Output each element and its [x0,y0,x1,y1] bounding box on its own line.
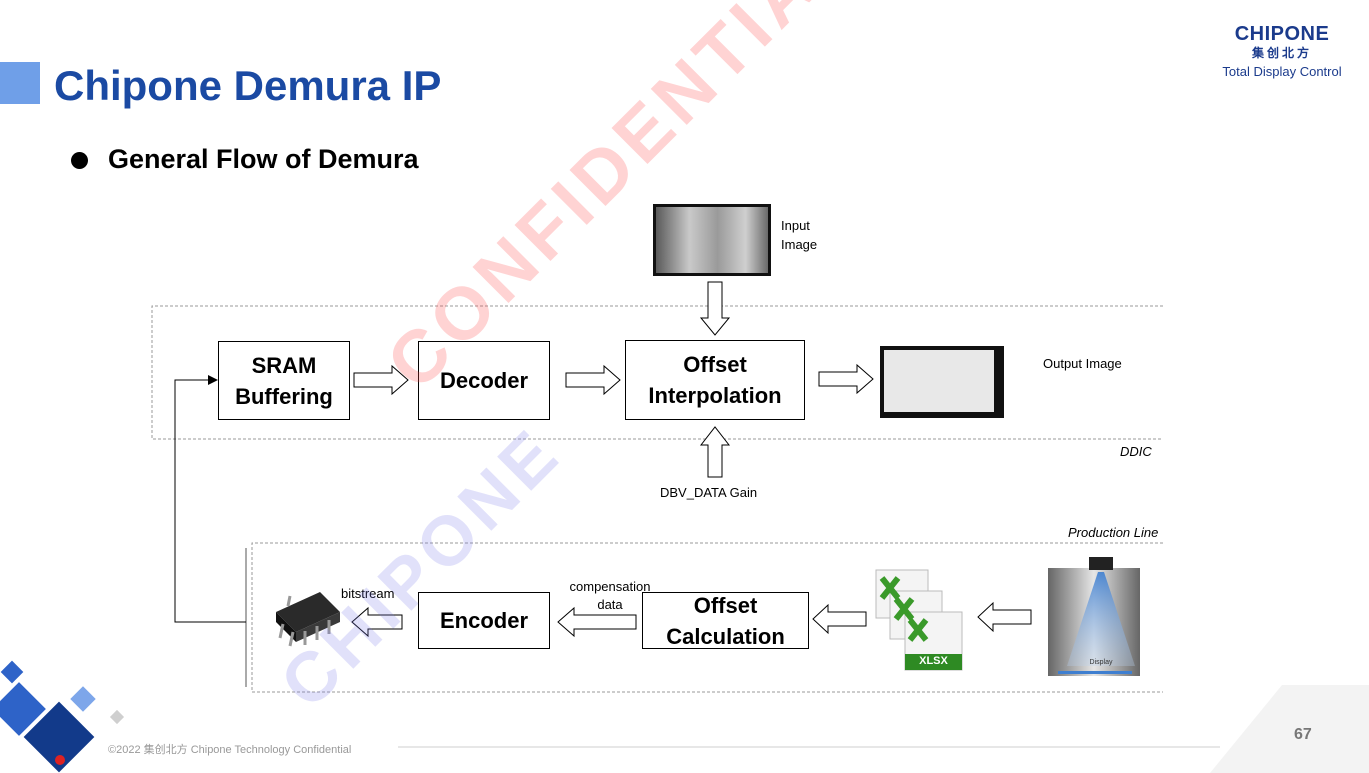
offset-calc-line1: Offset [693,592,758,618]
arrow-display-to-xlsx [977,601,1032,633]
production-line-region [251,542,1163,693]
arrow-input-down [699,281,731,336]
output-image-label: Output Image [1043,356,1122,371]
corner-decoration-right [1210,685,1369,773]
dbv-gain-label: DBV_DATA Gain [660,485,758,500]
title-accent-bar [0,62,40,104]
arrow-decoder-to-offset [565,364,621,396]
arrow-sram-to-decoder [353,364,409,396]
arrow-xlsx-to-calc [812,603,867,635]
input-image-label: Input Image [781,216,817,254]
page-title: Chipone Demura IP [54,62,442,109]
compensation-line1: compensation [569,579,651,594]
logo-tagline: Total Display Control [1222,64,1342,79]
input-image-line2: Image [781,237,818,252]
bullet-heading: General Flow of Demura [108,144,419,174]
sram-line2: Buffering [235,383,333,409]
xlsx-icon [875,569,963,671]
offset-interpolation-block: Offset Interpolation [625,340,805,420]
sram-line1: SRAM [251,352,317,378]
decoder-block: Decoder [418,341,550,420]
page-number: 67 [1294,726,1312,743]
bullet-icon [71,152,88,169]
arrow-gain-up [699,426,731,478]
encoder-block: Encoder [418,592,550,649]
corner-decoration-left [0,660,125,773]
ddic-region [151,305,1163,440]
compensation-data-label: compensation data [560,578,660,614]
display-camera-icon [1048,557,1140,676]
offset-interp-line2: Interpolation [648,383,782,408]
chip-icon [276,592,340,647]
input-image-line1: Input [781,218,810,233]
arrow-offset-to-output [818,363,874,395]
ddic-label: DDIC [1120,444,1152,459]
input-image [653,204,771,276]
arrow-encoder-to-chip [351,606,403,638]
logo-brand: CHIPONE [1234,23,1330,45]
output-image [880,346,1004,418]
bitstream-label: bitstream [341,586,395,601]
feedback-arrow [174,375,246,623]
encoder-label: Encoder [439,608,529,633]
offset-interp-line1: Offset [683,352,747,377]
arrow-calc-to-encoder [557,606,637,638]
xlsx-label: XLSX [919,655,948,667]
company-logo: CHIPONE 集创北方 Total Display Control [1214,23,1350,79]
logo-chinese: 集创北方 [1251,46,1312,60]
offset-calculation-block: Offset Calculation [642,592,809,649]
display-label: Display [1089,659,1113,666]
sram-buffering-block: SRAM Buffering [218,341,350,420]
decoder-label: Decoder [439,368,529,393]
offset-calc-line2: Calculation [666,623,785,649]
compensation-line2: data [597,597,623,612]
production-line-label: Production Line [1068,525,1159,540]
footer-copyright: ©2022 集创北方 Chipone Technology Confidenti… [108,744,352,756]
